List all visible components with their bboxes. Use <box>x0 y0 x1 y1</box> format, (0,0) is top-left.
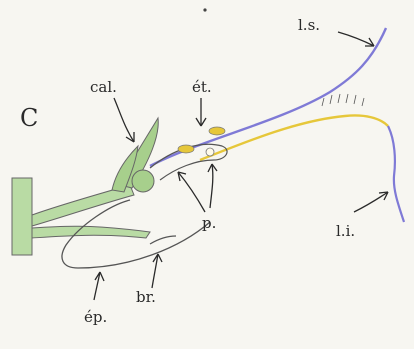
label-upper-lip: l.s. <box>298 16 320 34</box>
arrow-li <box>354 192 388 212</box>
lower-lip-blue <box>388 126 404 222</box>
throat-hairs <box>322 94 364 106</box>
arrow-p-right <box>210 164 213 208</box>
stigma <box>206 148 214 156</box>
label-petals: p. <box>202 214 216 232</box>
label-spur: ép. <box>84 308 107 326</box>
panel-letter: C <box>20 104 38 132</box>
anther-2 <box>178 145 194 153</box>
arrow-cal <box>114 98 134 142</box>
arrow-p-left <box>178 172 205 212</box>
label-lower-lip: l.i. <box>336 222 355 240</box>
bract-leaf <box>32 226 150 238</box>
stem <box>12 178 32 255</box>
label-calyx: cal. <box>90 78 117 96</box>
pencil-dot <box>203 8 206 11</box>
bract <box>150 236 176 244</box>
arrow-ls <box>338 32 374 46</box>
label-stamen: ét. <box>192 78 212 96</box>
label-bract: br. <box>136 288 156 306</box>
lower-lip-yellow <box>200 115 388 160</box>
anther-1 <box>209 127 225 135</box>
arrow-cal-head <box>126 132 134 142</box>
ovary <box>132 170 154 192</box>
